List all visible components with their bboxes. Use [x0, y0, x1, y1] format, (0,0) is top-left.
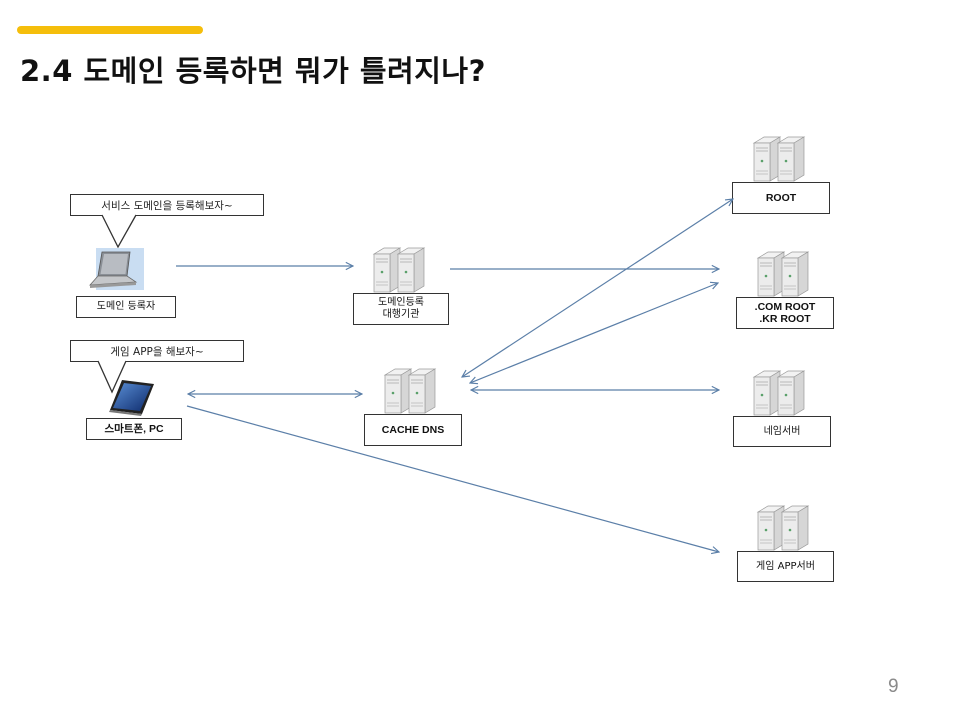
node-cache-dns-label: CACHE DNS — [381, 424, 445, 436]
laptop-icon — [89, 248, 144, 290]
title-accent-bar — [17, 26, 203, 34]
node-tld-root: .COM ROOT .KR ROOT — [736, 297, 834, 329]
arrow-cache-dns-tld-root — [470, 283, 718, 383]
node-cache-dns: CACHE DNS — [364, 414, 462, 446]
node-tld-root-label: .COM ROOT .KR ROOT — [754, 301, 816, 325]
server-icon — [756, 251, 810, 297]
node-registrant: 도메인 등록자 — [76, 296, 176, 318]
smartphone-icon — [109, 380, 154, 416]
node-game-server-label: 게임 APP서버 — [756, 560, 815, 572]
node-name-server: 네임서버 — [733, 416, 831, 447]
node-game-server: 게임 APP서버 — [737, 551, 834, 582]
page-number: 9 — [888, 676, 899, 697]
server-icon — [756, 505, 810, 551]
node-user-device: 스마트폰, PC — [86, 418, 182, 440]
node-registrant-label: 도메인 등록자 — [96, 301, 156, 312]
arrow-user-game-server — [186, 405, 719, 552]
speech-pointer-icon — [101, 214, 137, 248]
node-registrar: 도메인등록 대행기관 — [353, 293, 449, 325]
user-speech-bubble: 게임 APP을 해보자~ — [70, 340, 244, 362]
arrow-cache-dns-root — [462, 199, 733, 377]
server-icon — [372, 247, 426, 293]
node-user-device-label: 스마트폰, PC — [104, 423, 164, 435]
node-root: ROOT — [732, 182, 830, 214]
node-name-server-label: 네임서버 — [763, 425, 801, 437]
node-root-label: ROOT — [765, 192, 797, 204]
speech-pointer-icon — [97, 360, 127, 394]
registrant-speech-bubble: 서비스 도메인을 등록해보자~ — [70, 194, 264, 216]
registrant-speech-text: 서비스 도메인을 등록해보자~ — [101, 199, 233, 212]
server-icon — [383, 368, 437, 414]
slide-title: 2.4 도메인 등록하면 뭐가 틀려지나? — [20, 54, 486, 88]
user-speech-text: 게임 APP을 해보자~ — [110, 345, 204, 358]
node-registrar-label: 도메인등록 대행기관 — [378, 297, 424, 320]
server-icon — [752, 370, 806, 416]
server-icon — [752, 136, 806, 182]
